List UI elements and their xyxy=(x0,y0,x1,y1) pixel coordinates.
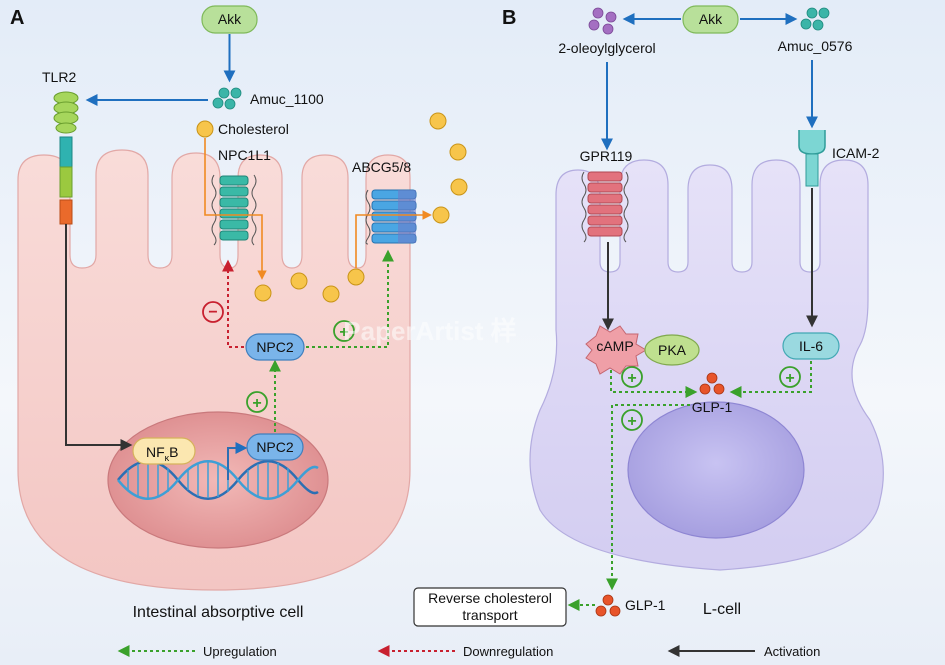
glp1-inner-label: GLP-1 xyxy=(692,399,733,415)
gpr119-receptor xyxy=(581,171,629,243)
npc2-mid-label: NPC2 xyxy=(256,339,294,355)
akk-node-a xyxy=(201,5,258,34)
arrow-dna-to-npc2 xyxy=(227,442,248,480)
gpr119-label: GPR119 xyxy=(580,148,633,164)
plus-text-glp1: + xyxy=(627,413,636,430)
legend-activation-label: Activation xyxy=(764,644,820,659)
amuc0576-molecule xyxy=(800,7,830,31)
amuc0576-label: Amuc_0576 xyxy=(778,38,853,54)
npc2-mid-node xyxy=(245,333,305,361)
nucleus-b xyxy=(627,401,805,539)
abcg-transporter xyxy=(365,189,417,245)
oleoyl-label: 2-oleoylglycerol xyxy=(558,40,655,56)
reverse-transport-line2: transport xyxy=(462,607,517,623)
arrow-camp-upregulate-glp1 xyxy=(610,370,698,398)
glp1-inner-molecule xyxy=(699,372,725,395)
glp1-outer-molecule xyxy=(595,594,621,617)
plus-symbol-abcg xyxy=(333,320,355,342)
cholesterol-dots-extracellular xyxy=(429,112,468,224)
nfkb-node xyxy=(132,437,196,465)
arrow-npc2-upregulate-abcg xyxy=(306,249,394,348)
icam2-receptor xyxy=(798,130,826,187)
akk-label-b: Akk xyxy=(699,11,723,27)
npc2-nucleus-label: NPC2 xyxy=(256,439,294,455)
plus-symbol-npc2 xyxy=(246,391,268,413)
plus-text-camp: + xyxy=(627,370,636,387)
npc2-nucleus-node xyxy=(246,433,304,461)
npc1l1-label: NPC1L1 xyxy=(218,147,271,163)
camp-label: cAMP xyxy=(596,338,633,354)
amuc1100-molecule xyxy=(212,87,242,110)
tlr2-label: TLR2 xyxy=(42,69,76,85)
reverse-cholesterol-transport-box xyxy=(413,587,567,627)
cholesterol-flow-abcg xyxy=(355,210,432,268)
akk-node-b xyxy=(682,5,739,34)
l-cell-label: L-cell xyxy=(703,601,741,618)
oleoylglycerol-molecule xyxy=(588,7,617,35)
intestinal-cell-label: Intestinal absorptive cell xyxy=(133,604,304,621)
pka-label: PKA xyxy=(658,342,687,358)
arrow-npc2-downregulate-npc1l1 xyxy=(222,259,244,348)
abcg-label: ABCG5/8 xyxy=(352,159,411,175)
nfkb-label: NFκB xyxy=(146,444,179,463)
arrow-glp1-secretion xyxy=(606,404,690,591)
panel-a-letter: A xyxy=(10,7,24,29)
cholesterol-icon xyxy=(196,120,214,138)
cholesterol-label: Cholesterol xyxy=(218,121,289,137)
legend-upregulation-label: Upregulation xyxy=(203,644,277,659)
icam2-label: ICAM-2 xyxy=(832,145,880,161)
cholesterol-flow-npc1l1 xyxy=(204,138,267,280)
arrow-tlr2-to-nfkb xyxy=(65,224,133,451)
il6-node xyxy=(782,332,840,360)
minus-text: − xyxy=(208,304,217,321)
amuc1100-label: Amuc_1100 xyxy=(250,91,324,107)
reverse-transport-line1: Reverse cholesterol xyxy=(428,590,552,606)
panel-b-letter: B xyxy=(502,7,516,29)
plus-symbol-camp xyxy=(621,366,643,388)
plus-symbol-glp1 xyxy=(621,409,643,431)
camp-starburst xyxy=(585,325,647,375)
minus-symbol xyxy=(202,301,224,323)
watermark: PaperArtist 样 xyxy=(343,316,516,346)
pka-node xyxy=(644,334,700,366)
tlr2-receptor xyxy=(53,91,79,225)
il6-label: IL-6 xyxy=(799,338,823,354)
plus-symbol-il6 xyxy=(779,366,801,388)
legend-downregulation-label: Downregulation xyxy=(463,644,553,659)
plus-text-il6: + xyxy=(785,370,794,387)
cholesterol-dots-intracellular xyxy=(254,268,365,303)
arrow-il6-upregulate-glp1 xyxy=(729,361,812,398)
glp1-outer-label: GLP-1 xyxy=(625,597,666,613)
akk-label-a: Akk xyxy=(218,11,242,27)
plus-text-abcg: + xyxy=(339,324,348,341)
plus-text-npc2: + xyxy=(252,395,261,412)
